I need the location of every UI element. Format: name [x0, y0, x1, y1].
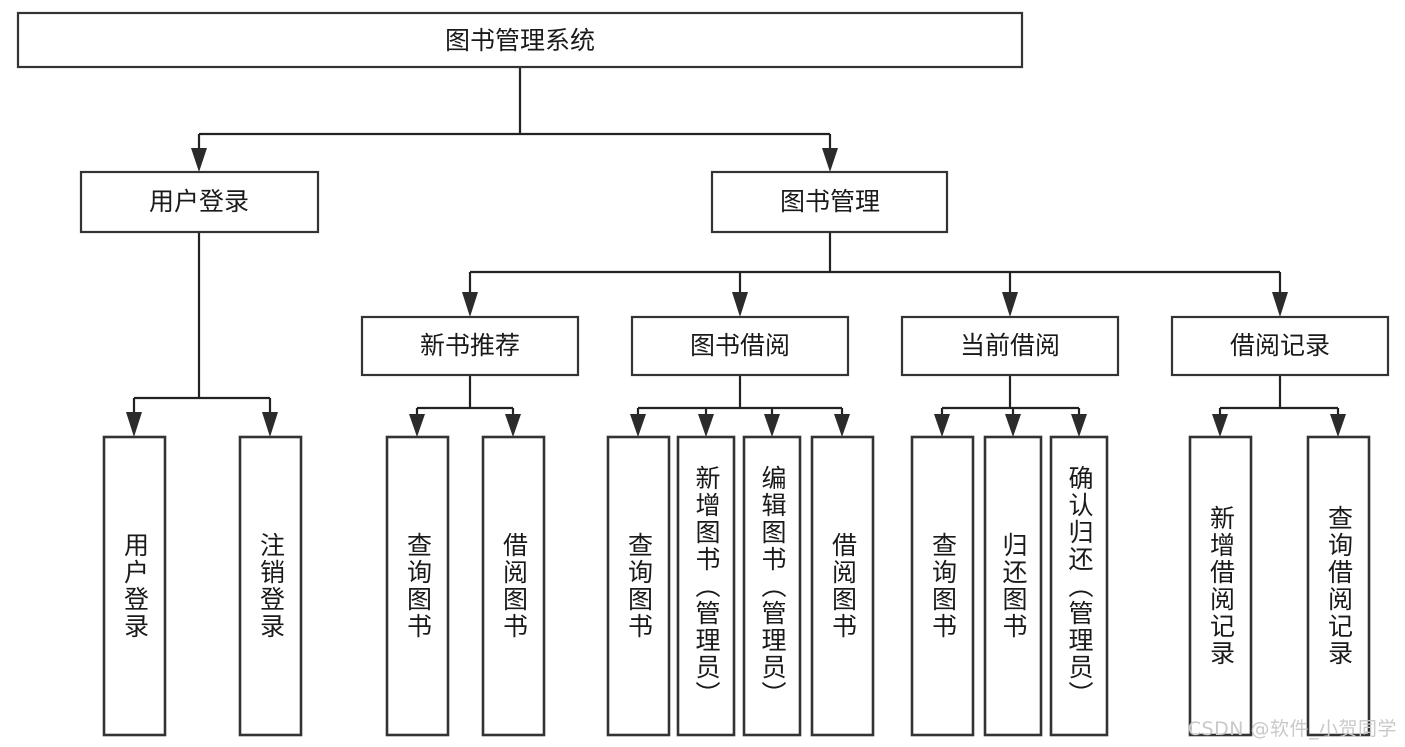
leaf-borrow-book-newbook-label: 借阅图书: [499, 532, 529, 640]
leaf-query-book-current[interactable]: 查询图书: [910, 435, 975, 737]
leaf-add-book-admin-box[interactable]: [676, 435, 736, 737]
leaf-query-book-newbook[interactable]: 查询图书: [385, 435, 450, 737]
leaf-query-book-newbook-box[interactable]: [385, 435, 450, 737]
arrow-leaf-query-book-1: [409, 414, 425, 437]
root-box[interactable]: [16, 11, 1024, 69]
leaf-add-borrow-record-label: 新增借阅记录: [1206, 505, 1236, 667]
leaf-query-book-borrow-label: 查询图书: [624, 532, 654, 640]
book-borrow-label: 图书借阅: [690, 331, 790, 360]
node-borrow-record[interactable]: 借阅记录: [1170, 315, 1390, 377]
arrow-to-newbook: [462, 292, 478, 317]
arrow-leaf-user-login: [126, 412, 142, 437]
arrow-leaf-query-book-2: [630, 414, 646, 437]
leaf-confirm-return-admin[interactable]: 确认归还（管理员）: [1049, 435, 1109, 737]
leaf-add-book-admin-label: 新增图书（管理员）: [692, 464, 721, 708]
leaf-add-book-admin[interactable]: 新增图书（管理员）: [676, 435, 736, 737]
book-borrow-box[interactable]: [630, 315, 850, 377]
arrow-to-borrow: [732, 292, 748, 317]
leaf-return-book-label: 归还图书: [999, 532, 1028, 640]
borrow-record-box[interactable]: [1170, 315, 1390, 377]
leaf-query-borrow-record-box[interactable]: [1306, 435, 1371, 737]
arrow-leaf-borrow-book-1: [505, 414, 521, 437]
leaf-logout-label: 注销登录: [256, 532, 286, 640]
new-book-recommend-box[interactable]: [360, 315, 580, 377]
leaf-query-book-borrow-box[interactable]: [606, 435, 671, 737]
book-management-box[interactable]: [710, 170, 949, 234]
arrow-leaf-confirm-return: [1071, 414, 1087, 437]
leaf-borrow-book-borrow-box[interactable]: [810, 435, 875, 737]
leaf-return-book-box[interactable]: [983, 435, 1043, 737]
arrow-leaf-query-record: [1330, 414, 1346, 437]
leaf-logout-box[interactable]: [238, 435, 303, 737]
leaf-return-book[interactable]: 归还图书: [983, 435, 1043, 737]
current-borrow-label: 当前借阅: [960, 331, 1060, 360]
node-current-borrow[interactable]: 当前借阅: [900, 315, 1120, 377]
leaf-confirm-return-admin-box[interactable]: [1049, 435, 1109, 737]
node-book-management[interactable]: 图书管理: [710, 170, 949, 234]
leaf-logout[interactable]: 注销登录: [238, 435, 303, 737]
leaf-query-book-newbook-label: 查询图书: [403, 532, 433, 640]
borrow-record-label: 借阅记录: [1230, 331, 1330, 360]
leaf-user-login-box[interactable]: [102, 435, 167, 737]
arrow-to-user-login: [191, 148, 207, 172]
leaf-query-borrow-record-label: 查询借阅记录: [1324, 505, 1354, 667]
leaf-borrow-book-newbook[interactable]: 借阅图书: [481, 435, 546, 737]
node-book-borrow[interactable]: 图书借阅: [630, 315, 850, 377]
arrow-leaf-query-book-3: [934, 414, 950, 437]
arrow-to-record: [1272, 292, 1288, 317]
node-user-login[interactable]: 用户登录: [79, 170, 320, 234]
leaf-confirm-return-admin-label: 确认归还（管理员）: [1065, 464, 1094, 708]
arrow-leaf-logout: [262, 412, 278, 437]
leaf-query-book-borrow[interactable]: 查询图书: [606, 435, 671, 737]
leaf-query-book-current-box[interactable]: [910, 435, 975, 737]
leaf-borrow-book-borrow-label: 借阅图书: [828, 532, 858, 640]
arrow-to-book-mgmt: [822, 148, 838, 172]
arrow-leaf-borrow-book-2: [834, 414, 850, 437]
leaf-edit-book-admin[interactable]: 编辑图书（管理员）: [742, 435, 802, 737]
current-borrow-box[interactable]: [900, 315, 1120, 377]
node-new-book-recommend[interactable]: 新书推荐: [360, 315, 580, 377]
leaf-user-login[interactable]: 用户登录: [102, 435, 167, 737]
arrow-leaf-add-book: [698, 414, 714, 437]
leaf-edit-book-admin-label: 编辑图书（管理员）: [758, 464, 787, 708]
leaf-user-login-label: 用户登录: [120, 532, 150, 640]
leaf-borrow-book-borrow[interactable]: 借阅图书: [810, 435, 875, 737]
arrow-leaf-return-book: [1005, 414, 1021, 437]
leaf-add-borrow-record[interactable]: 新增借阅记录: [1188, 435, 1253, 737]
arrow-leaf-edit-book: [764, 414, 780, 437]
root-label: 图书管理系统: [445, 26, 595, 55]
leaf-query-book-current-label: 查询图书: [928, 532, 958, 640]
node-root[interactable]: 图书管理系统: [16, 11, 1024, 69]
new-book-recommend-label: 新书推荐: [420, 331, 520, 360]
connectors: [126, 67, 1346, 437]
leaf-edit-book-admin-box[interactable]: [742, 435, 802, 737]
arrow-leaf-add-record: [1212, 414, 1228, 437]
book-management-label: 图书管理: [780, 187, 880, 216]
leaf-query-borrow-record[interactable]: 查询借阅记录: [1306, 435, 1371, 737]
leaf-add-borrow-record-box[interactable]: [1188, 435, 1253, 737]
arrow-to-current: [1002, 292, 1018, 317]
user-login-box[interactable]: [79, 170, 320, 234]
user-login-label: 用户登录: [149, 187, 249, 216]
leaf-borrow-book-newbook-box[interactable]: [481, 435, 546, 737]
